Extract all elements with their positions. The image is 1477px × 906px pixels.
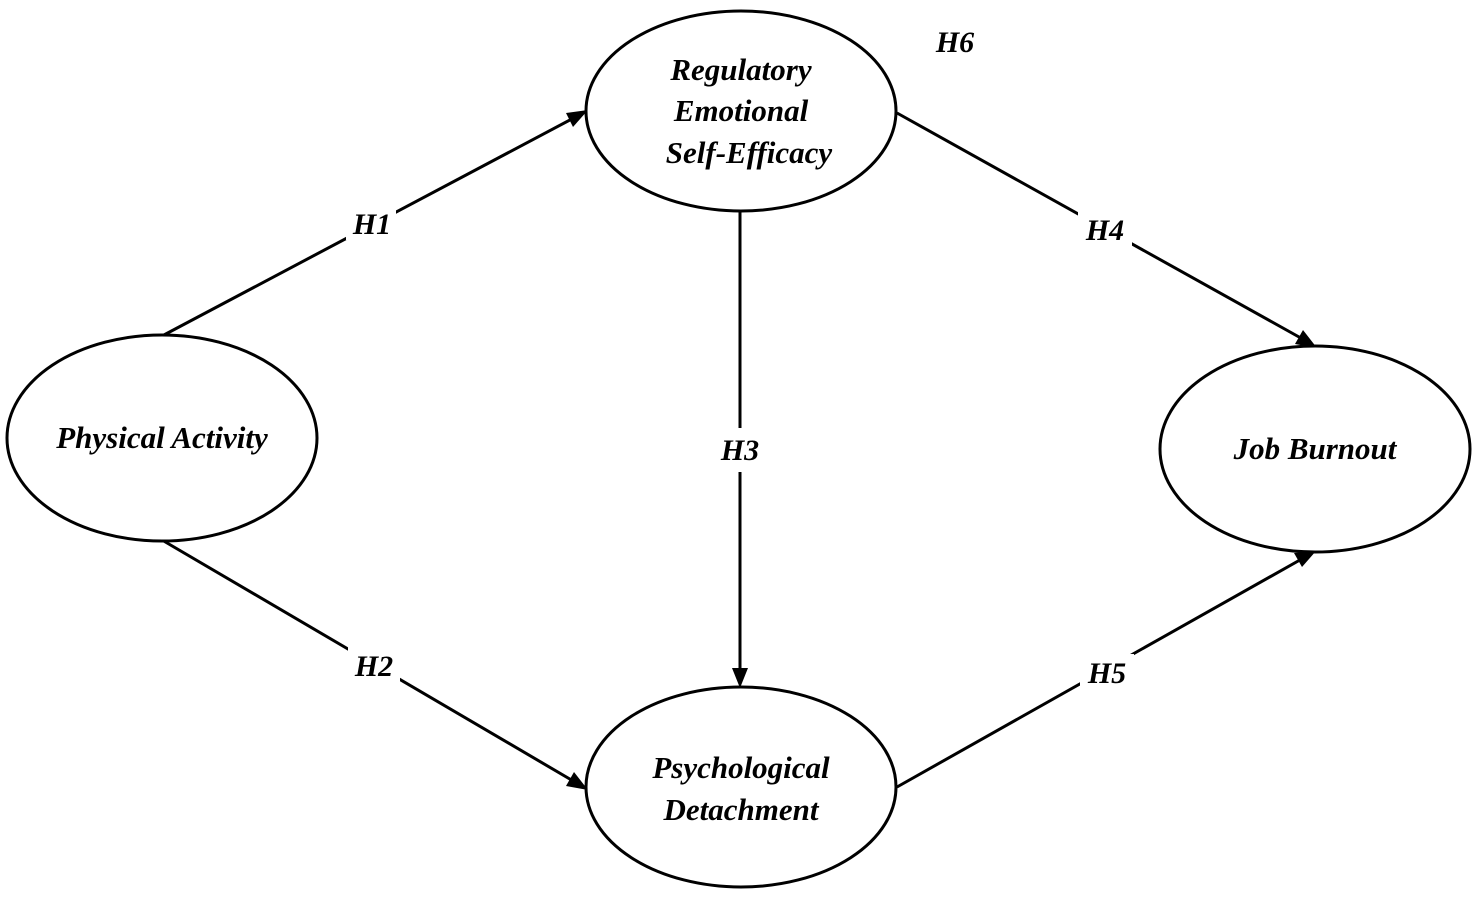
edge-h4-arrowhead (1295, 330, 1317, 348)
node-label-detachment-line-2: Detachment (663, 792, 820, 827)
edge-labels: H1 H2 H3 H4 H5 H6 (346, 26, 1134, 690)
edge-label-h3: H3 (720, 434, 759, 467)
node-label-regulatory-line-1: Regulatory (669, 52, 811, 87)
edge-h5-arrowhead (1294, 551, 1316, 567)
edge-label-h5: H5 (1087, 657, 1126, 690)
node-label-job-burnout: Job Burnout (1233, 431, 1398, 466)
edge-h1-arrowhead (566, 110, 588, 127)
node-regulatory-emotional-self-efficacy: Regulatory Emotional Self-Efficacy (584, 9, 898, 213)
edge-label-h1: H1 (352, 208, 391, 241)
node-label-regulatory-line-3: Self-Efficacy (666, 135, 833, 170)
edge-h2-arrowhead (566, 772, 588, 790)
node-label-regulatory-line-2: Emotional (673, 93, 809, 128)
annotation-h6: H6 (935, 26, 974, 59)
edge-label-h2: H2 (354, 650, 393, 683)
node-label-physical-activity: Physical Activity (55, 420, 268, 455)
node-job-burnout: Job Burnout (1158, 344, 1472, 554)
edge-h3-arrowhead (732, 668, 748, 688)
node-physical-activity: Physical Activity (5, 333, 319, 543)
edge-label-h4: H4 (1085, 214, 1124, 247)
node-psychological-detachment: Psychological Detachment (584, 685, 898, 889)
node-label-detachment-line-1: Psychological (651, 750, 830, 785)
